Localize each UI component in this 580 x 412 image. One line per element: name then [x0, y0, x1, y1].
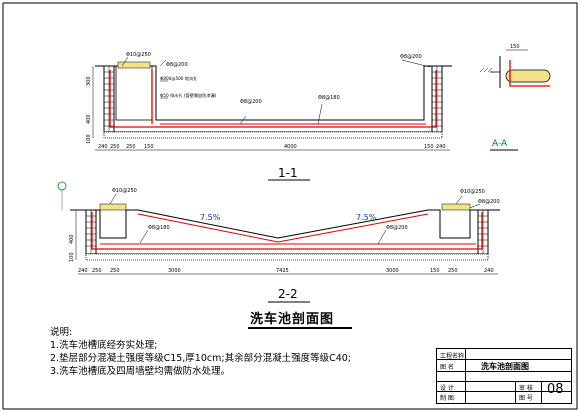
- dim-22-8: 240: [484, 268, 494, 274]
- dim-11-4: 4000: [284, 144, 297, 150]
- section-label-11: 1-1: [278, 166, 298, 180]
- notes: 说明: 1.洗车池槽底经夯实处理; 2.垫层部分混凝土强度等级C15,厚10cm…: [50, 326, 390, 378]
- section-2-2: [57, 181, 500, 303]
- bottom-rebar-label-11: Φ8@200: [240, 99, 262, 105]
- cushion-22: [85, 253, 489, 261]
- notes-heading: 说明:: [50, 327, 73, 338]
- aa-dim-top: 150: [510, 44, 520, 50]
- left-bottom-rebar-label-22: Φ8@180: [148, 225, 170, 231]
- pipe-note-2: Φ50 排水孔 (管壁需加防渗漏): [160, 92, 217, 99]
- dim-22-7: 250: [448, 268, 458, 274]
- note-item-3: 3.洗车池槽底及四周墙壁均需做防水处理。: [50, 366, 231, 377]
- drawing-name-label: 图 名: [440, 364, 454, 371]
- mid-rebar-label-22: Φ8@200: [386, 225, 408, 231]
- drawing-title: 洗车池剖面图: [250, 312, 335, 327]
- title-block: 工程名称 图 名 洗车池剖面图 设 计 审 核 制 图 图 号 08: [436, 348, 572, 404]
- pit-fill-11: [117, 61, 151, 69]
- axis-marker-22: [57, 181, 67, 191]
- section-label-22: 2-2: [278, 287, 298, 301]
- dims-bottom-11: 240 250 250 150 4000 150 240: [98, 144, 446, 150]
- rebar-11: [109, 70, 437, 128]
- dims-left-11: 100 400 300: [86, 76, 92, 144]
- design-label: 设 计: [440, 385, 454, 392]
- pit-fill-left-22: [99, 203, 127, 211]
- dim-left-11-1: 400: [86, 114, 92, 124]
- slope-left-label: 7.5%: [200, 213, 221, 222]
- section-a-a: [479, 49, 551, 151]
- dim-11-0: 240: [98, 144, 108, 150]
- dim-22-4: 7425: [276, 268, 289, 274]
- dim-left-22-1: 400: [69, 234, 75, 244]
- drawing-title-rule: [248, 327, 352, 329]
- pit-11: [115, 65, 153, 121]
- left-rebar-label-11: Φ10@250: [126, 52, 151, 58]
- right-bottom-rebar-label-22: Φ8@200: [478, 199, 500, 205]
- note-item-1: 1.洗车池槽底经夯实处理;: [50, 340, 158, 351]
- dim-22-5: 3000: [386, 268, 399, 274]
- far-right-rebar-label-11: Φ8@200: [400, 54, 422, 60]
- cushion-11: [103, 131, 443, 139]
- project-label: 工程名称: [440, 353, 465, 360]
- dim-left-11-2: 300: [86, 76, 92, 86]
- pipe-note-1: Φ800@500 地沟孔: [160, 75, 198, 82]
- slope-right-label: 7.5%: [356, 213, 377, 222]
- dim-left-11-0: 100: [86, 134, 92, 144]
- drawing-number: 08: [547, 382, 564, 397]
- dim-11-3: 150: [144, 144, 154, 150]
- basin-outline-22: [95, 209, 479, 255]
- dim-22-1: 250: [92, 268, 102, 274]
- check-label: 审 核: [519, 385, 533, 392]
- rebar-22: [91, 212, 483, 250]
- number-label: 图 号: [519, 395, 533, 402]
- note-item-2: 2.垫层部分混凝土强度等级C15,厚10cm;其余部分混凝土强度等级C40;: [50, 353, 351, 364]
- section-1-1: [92, 56, 452, 181]
- dim-22-3: 3000: [168, 268, 181, 274]
- drawing-name-value: 洗车池剖面图: [481, 362, 529, 371]
- pit-fill-right-22: [441, 203, 471, 211]
- dim-22-2: 250: [110, 268, 120, 274]
- dim-11-5: 150: [424, 144, 434, 150]
- dim-left-22-0: 100: [69, 252, 75, 262]
- draw-label: 制 图: [440, 395, 454, 402]
- dims-bottom-22: 240 250 250 3000 7425 3000 150 250 240: [78, 268, 494, 274]
- dim-11-1: 250: [110, 144, 120, 150]
- left-rebar-label-22: Φ10@250: [112, 188, 137, 194]
- mid-rebar-label-11: Φ8@200: [166, 62, 188, 68]
- section-label-aa: A-A: [492, 139, 508, 149]
- dim-22-0: 240: [78, 268, 88, 274]
- dims-left-22: 100 400: [69, 234, 75, 262]
- dim-22-6: 150: [430, 268, 440, 274]
- dim-11-2: 250: [126, 144, 136, 150]
- aa-pipe: [505, 69, 551, 83]
- dim-11-6: 240: [436, 144, 446, 150]
- right-rebar-label-22: Φ10@250: [460, 189, 485, 195]
- right-rebar-label-11: Φ8@180: [318, 95, 340, 101]
